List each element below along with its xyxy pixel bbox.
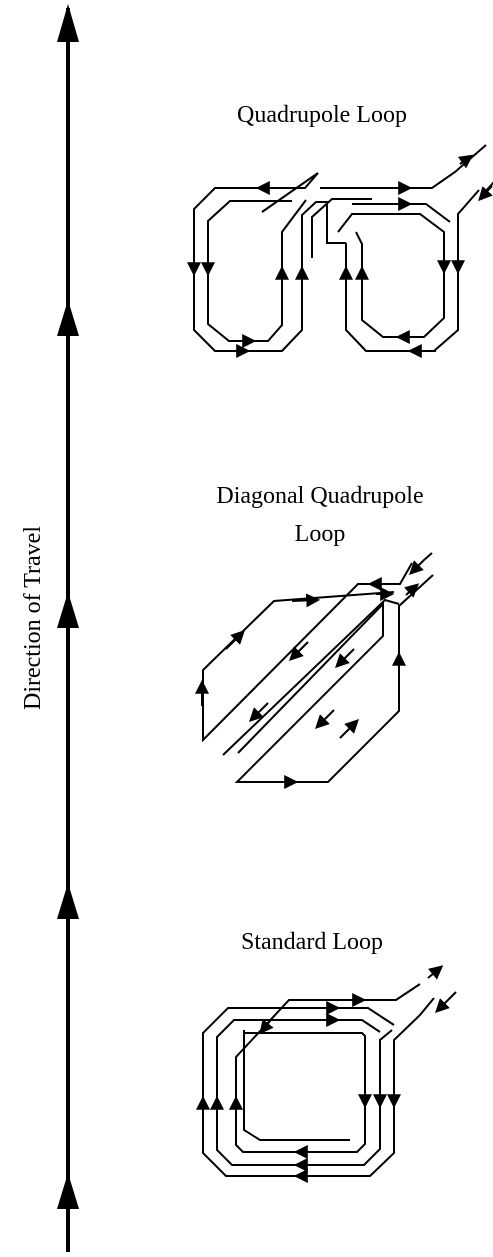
quadrupole-loop: Quadrupole Loop — [187, 102, 493, 358]
axis-label: Direction of Travel — [20, 526, 46, 710]
current-arrow-icon — [291, 593, 321, 608]
current-arrow-icon — [289, 641, 309, 661]
current-arrow-icon — [315, 709, 335, 729]
direction-axis: Direction of Travel — [20, 4, 79, 1252]
diagonal-loop-title-line2: Loop — [295, 521, 346, 547]
current-arrow-icon — [409, 559, 425, 575]
current-arrow-icon — [457, 154, 474, 169]
current-arrow-icon — [404, 583, 420, 598]
axis-arrow — [57, 1173, 79, 1209]
axis-arrow-top — [57, 4, 79, 42]
current-arrow-icon — [259, 1015, 275, 1035]
axis-arrow — [57, 300, 79, 336]
current-arrow-icon — [225, 630, 245, 650]
current-arrow-icon — [478, 185, 493, 202]
axis-arrow — [57, 883, 79, 919]
current-arrow-icon — [249, 702, 269, 722]
current-arrow-icon — [427, 965, 444, 980]
diagonal-loop-title-line1: Diagonal Quadrupole — [216, 483, 423, 509]
diagonal-quadrupole-loop: Diagonal Quadrupole Loop — [195, 483, 434, 789]
current-arrow-icon — [435, 998, 450, 1013]
current-arrow-icon — [339, 719, 359, 739]
current-arrow-icon — [335, 648, 355, 668]
axis-arrow — [57, 592, 79, 628]
quadrupole-loop-title: Quadrupole Loop — [237, 102, 407, 128]
standard-loop-title: Standard Loop — [241, 929, 383, 955]
standard-loop: Standard Loop — [196, 929, 457, 1183]
